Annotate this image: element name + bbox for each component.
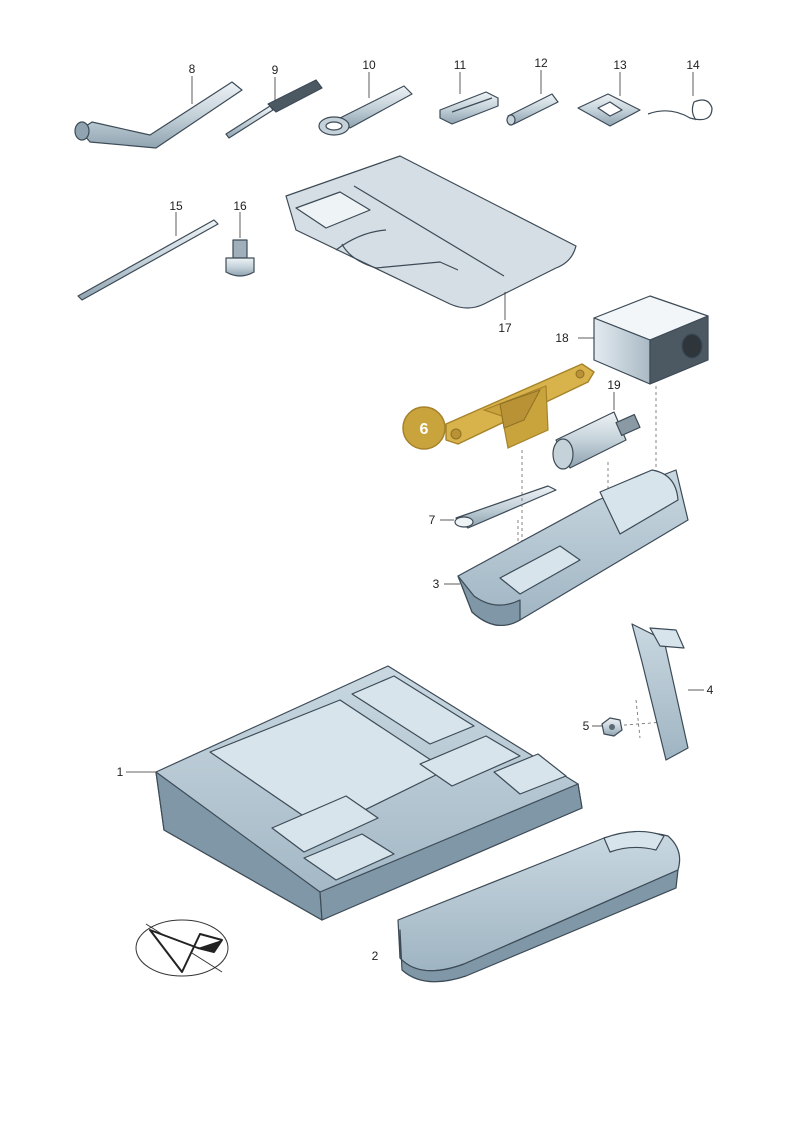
callout-7: 7 [429,513,436,527]
highlight-badge-circle [402,406,446,450]
compressor-box[interactable] [593,295,709,385]
callout-14: 14 [686,58,700,72]
callout-13: 13 [613,58,627,72]
retaining-strap[interactable] [631,623,689,761]
wheel-wrench[interactable] [74,81,243,149]
nut[interactable] [601,717,623,737]
tool-bag[interactable] [285,155,577,309]
highlight-badge: 6 [402,406,446,450]
pin[interactable] [506,93,559,126]
towing-eye[interactable] [318,85,413,136]
callout-17: 17 [498,321,512,335]
callout-18: 18 [555,331,569,345]
rod[interactable] [77,219,219,301]
callout-5: 5 [583,719,590,733]
callout-12: 12 [534,56,548,70]
direction-arrow-icon [135,919,229,977]
callout-19: 19 [607,378,621,392]
callout-15: 15 [169,199,183,213]
callout-1: 1 [117,765,124,779]
callout-11: 11 [454,58,467,72]
callout-9: 9 [272,63,279,77]
callout-4: 4 [707,683,714,697]
pump-lever[interactable] [454,485,557,529]
clip[interactable] [439,91,499,125]
spring-hook[interactable] [647,99,713,121]
screwdriver[interactable] [225,79,323,139]
foam-side-block[interactable] [397,830,681,983]
jack[interactable] [445,363,595,449]
main-foam-tray[interactable] [155,665,583,921]
callout-3: 3 [433,577,440,591]
adapter-cylinder[interactable] [552,411,641,470]
callout-16: 16 [233,199,247,213]
callout-6: 6 [420,421,429,438]
callout-2: 2 [372,949,379,963]
callout-8: 8 [189,62,196,76]
bolt-adapter[interactable] [225,239,255,277]
callout-10: 10 [362,58,376,72]
tool-insert-tray[interactable] [457,469,689,627]
plate[interactable] [577,93,641,127]
